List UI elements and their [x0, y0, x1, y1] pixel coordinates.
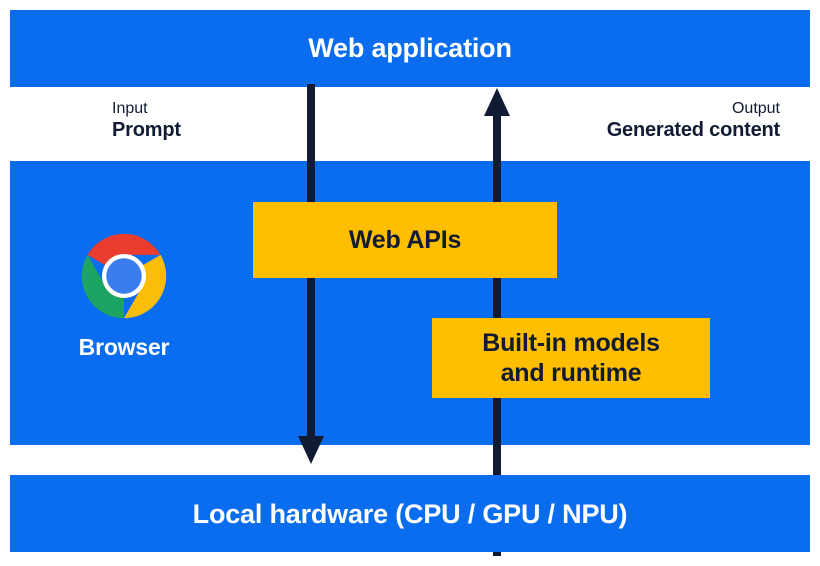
builtin-models-card-label: Built-in models and runtime — [482, 328, 660, 388]
web-apis-card-label: Web APIs — [348, 226, 462, 254]
local-hardware-title: Local hardware (CPU / GPU / NPU) — [192, 499, 628, 529]
builtin-models-card-line-2: and runtime — [500, 359, 642, 387]
browser-label: Browser — [78, 334, 170, 360]
web-application-title: Web application — [308, 33, 512, 63]
builtin-models-card-line-1: Built-in models — [482, 329, 660, 357]
web-application-band — [10, 10, 810, 87]
local-hardware-band — [10, 475, 810, 552]
chrome-logo-icon — [81, 233, 167, 319]
builtin-models-card[interactable]: Built-in models and runtime — [432, 318, 710, 398]
output-flow-label: Output Generated content — [606, 100, 781, 142]
input-flow-kind: Input — [112, 100, 148, 117]
input-flow-label: Input Prompt — [112, 100, 181, 142]
output-flow-kind: Output — [731, 100, 780, 117]
browser-identity: Browser — [54, 230, 194, 361]
input-flow-value: Prompt — [112, 118, 181, 141]
web-apis-card[interactable]: Web APIs — [253, 202, 557, 278]
output-flow-value: Generated content — [606, 118, 781, 141]
